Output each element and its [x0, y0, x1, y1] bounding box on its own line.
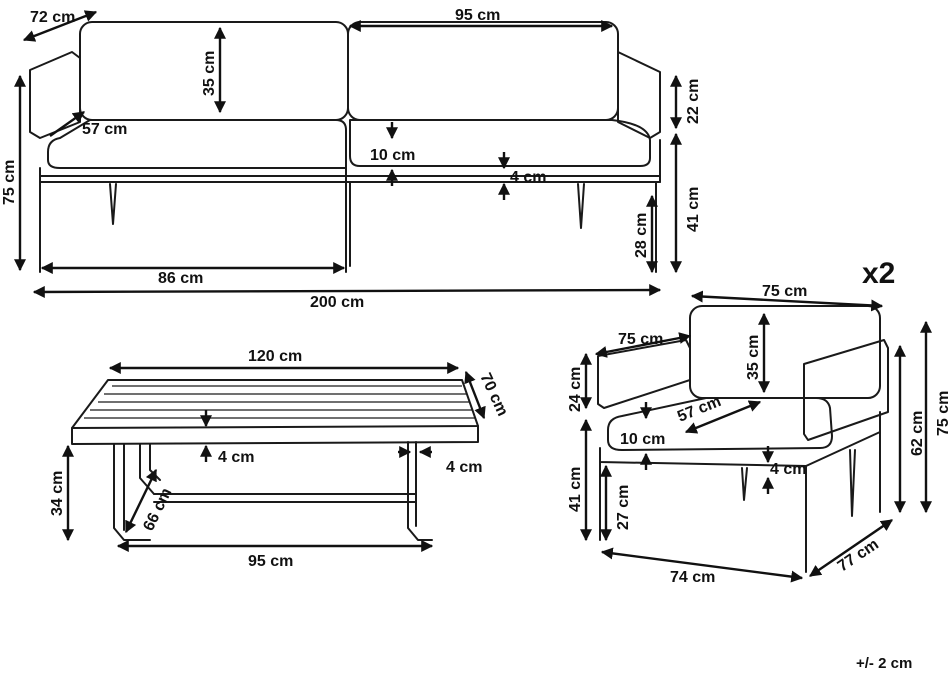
sofa-seat-height-label: 41 cm	[685, 187, 702, 232]
chair-seat-height-label: 41 cm	[567, 467, 584, 512]
chair-width-label: 74 cm	[670, 569, 715, 586]
chair-arm-total-height-label: 62 cm	[909, 411, 926, 456]
tolerance-note: +/- 2 cm	[856, 655, 912, 672]
chair-leg-height-label: 27 cm	[615, 485, 632, 530]
chair-seat-frame-label: 4 cm	[770, 461, 806, 478]
table-dimensions: 120 cm 70 cm 4 cm 4 cm 34 cm 66 cm 95 cm	[49, 348, 511, 570]
sofa-seat-frame-label: 4 cm	[510, 169, 546, 186]
chair-quantity-label: x2	[862, 257, 895, 290]
chair-back-height-label: 35 cm	[745, 335, 762, 380]
sofa-depth-top-label: 72 cm	[30, 9, 75, 26]
sofa-arm-height-label: 22 cm	[685, 79, 702, 124]
sofa-total-width-label: 200 cm	[310, 294, 364, 311]
sofa-cushion-width-label: 95 cm	[455, 7, 500, 24]
table-base-length-label: 95 cm	[248, 553, 293, 570]
sofa-seat-depth-label: 57 cm	[82, 121, 127, 138]
table-top-thickness-label: 4 cm	[218, 449, 254, 466]
chair-top-width-label: 75 cm	[762, 283, 807, 300]
sofa-dimensions: 72 cm 95 cm 35 cm 57 cm 10 cm 4 cm 75 cm…	[1, 7, 702, 311]
chair-cushion-thickness-label: 10 cm	[620, 431, 665, 448]
sofa-half-width-label: 86 cm	[158, 270, 203, 287]
table-leg-thickness-label: 4 cm	[446, 459, 482, 476]
sofa-back-height-label: 35 cm	[201, 51, 218, 96]
sofa-cushion-thickness-label: 10 cm	[370, 147, 415, 164]
sofa-total-height-label: 75 cm	[1, 160, 18, 205]
sofa-drawing	[29, 21, 661, 273]
sofa-leg-height-label: 28 cm	[633, 213, 650, 258]
table-length-label: 120 cm	[248, 348, 302, 365]
chair-arm-length-label: 75 cm	[618, 331, 663, 348]
chair-arm-height-label: 24 cm	[567, 367, 584, 412]
chair-total-height-label: 75 cm	[935, 391, 952, 436]
table-height-label: 34 cm	[49, 471, 66, 516]
